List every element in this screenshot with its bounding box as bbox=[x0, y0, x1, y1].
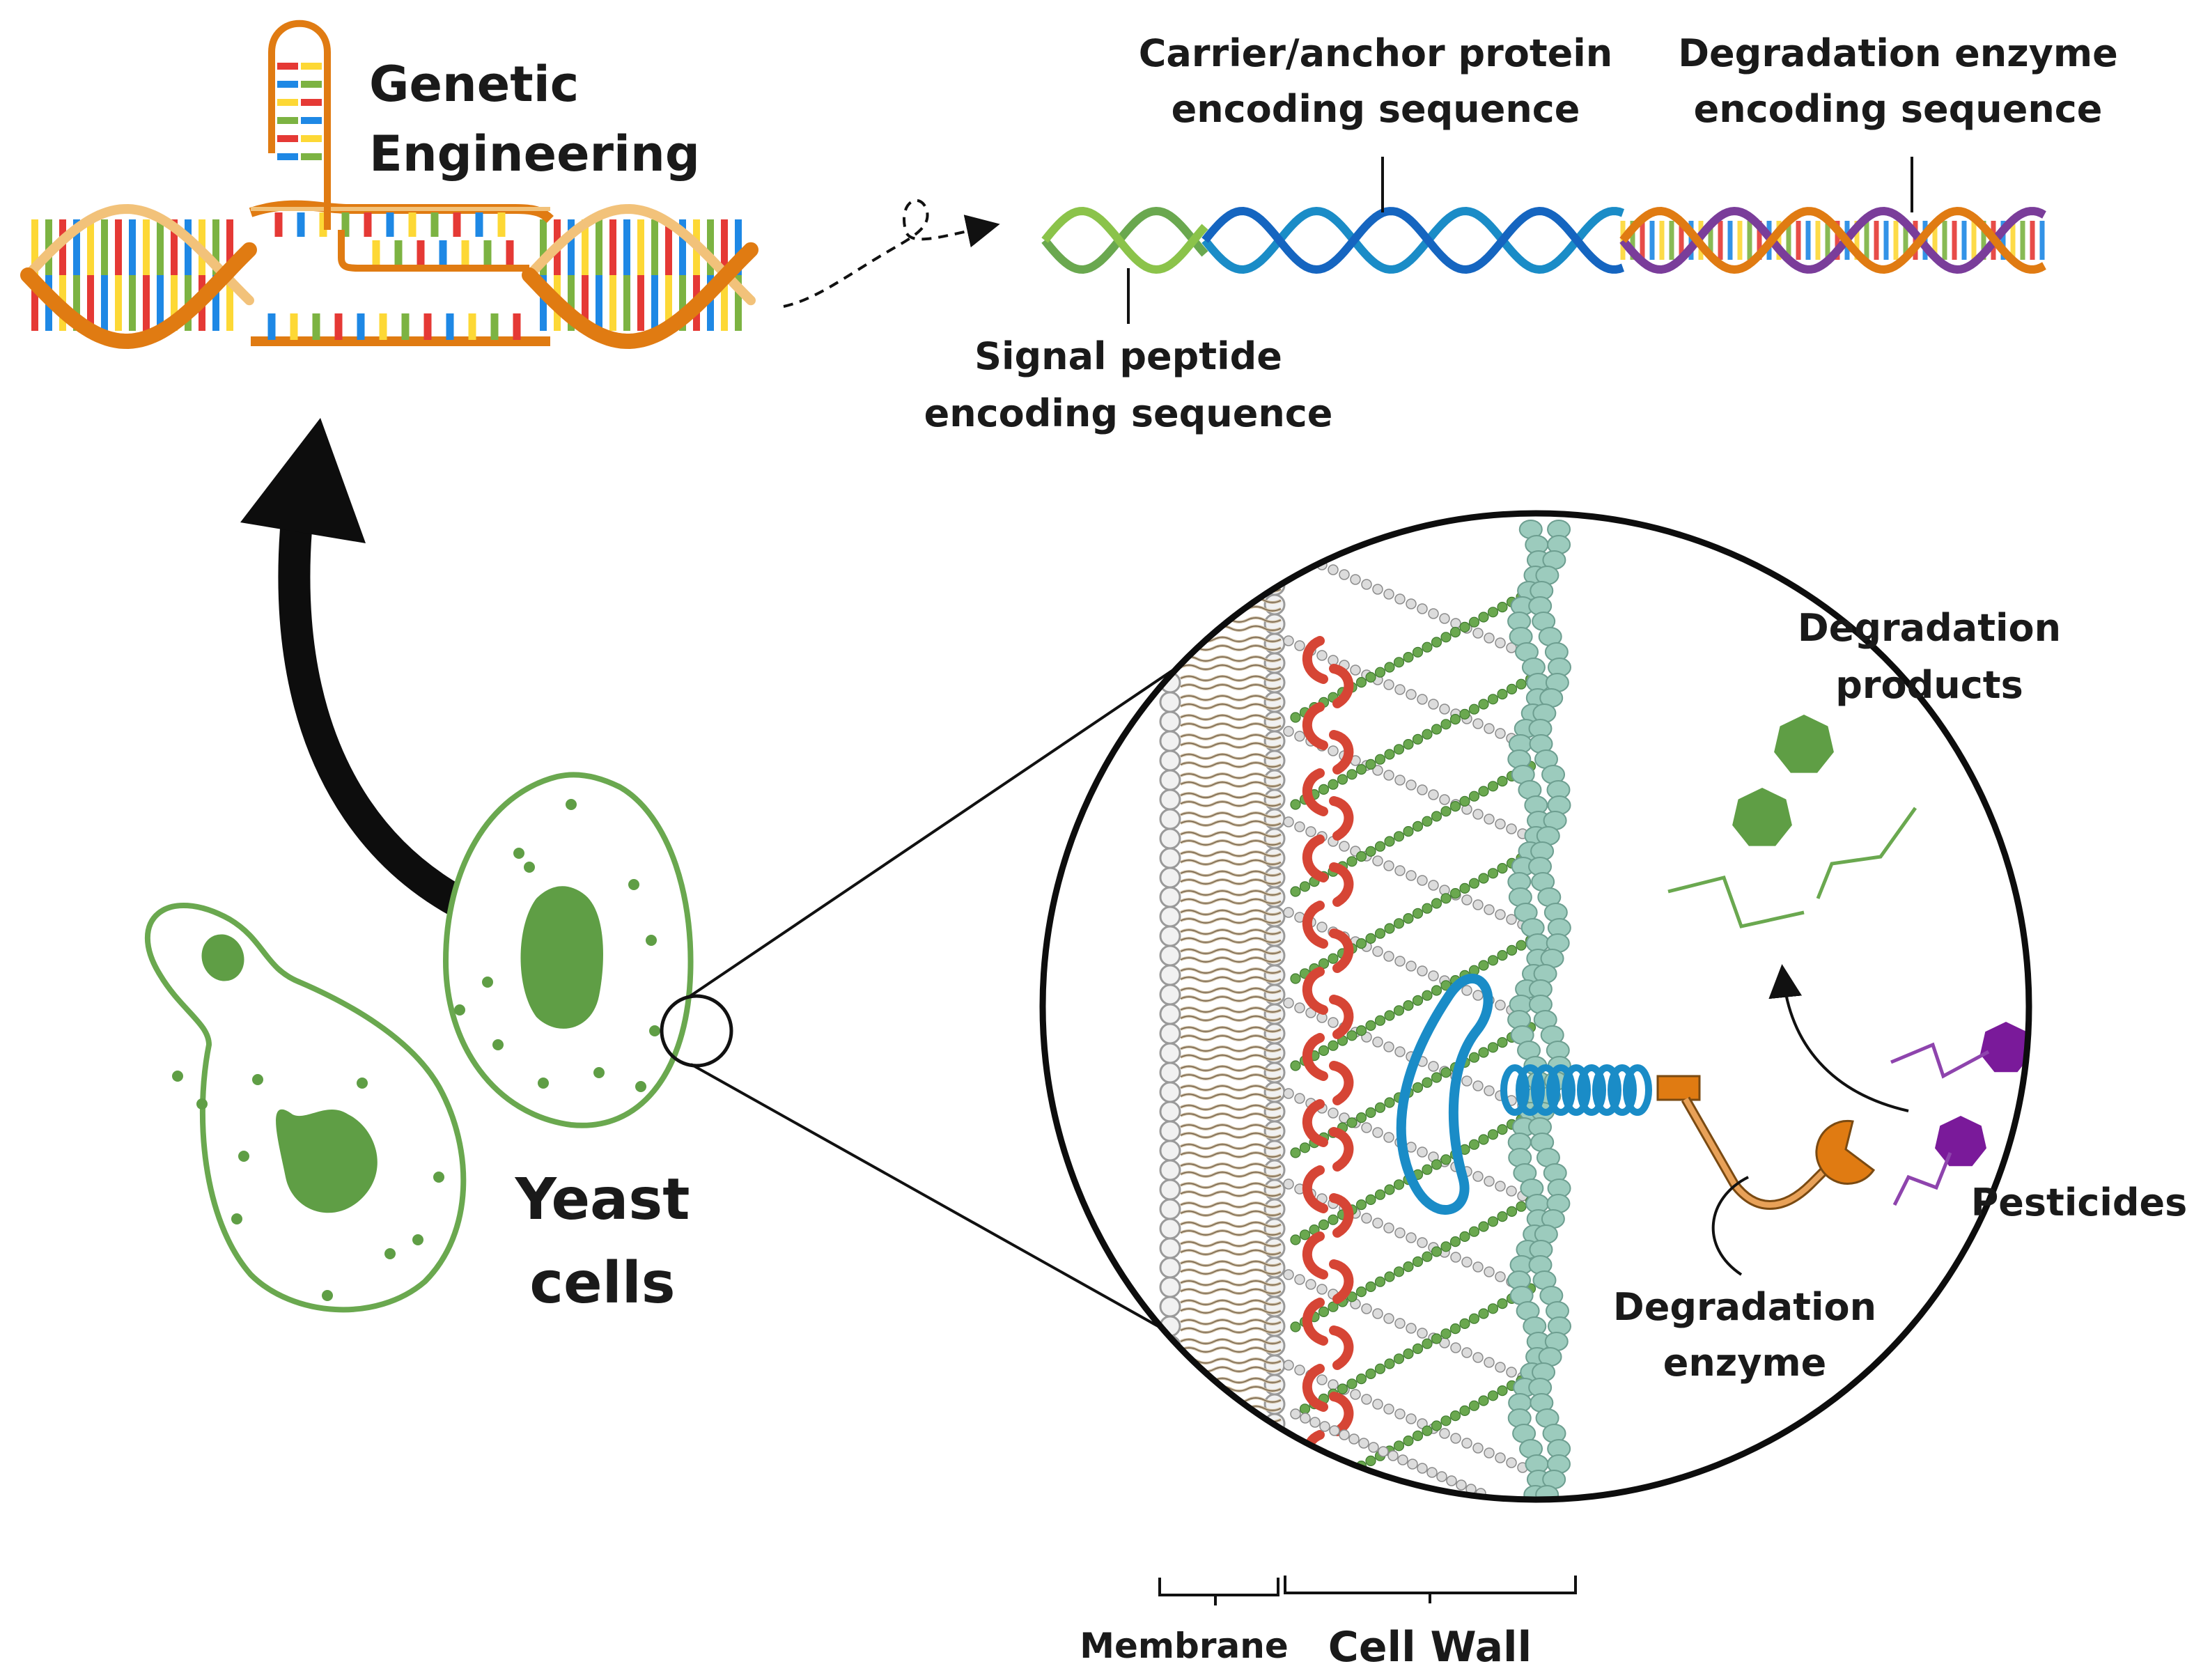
label-enzyme-1: Degradation bbox=[1613, 1285, 1876, 1329]
label-yeast: Yeast bbox=[515, 1167, 690, 1233]
zoom-origin-circle bbox=[660, 994, 733, 1068]
expression-construct-dna bbox=[1041, 206, 2046, 274]
label-membrane: Membrane bbox=[1080, 1626, 1288, 1666]
membrane-bracket bbox=[1158, 1578, 1279, 1605]
label-cell-wall: Cell Wall bbox=[1328, 1623, 1532, 1672]
dashed-arrow bbox=[783, 199, 1000, 308]
zoom-line-top bbox=[687, 666, 1178, 999]
label-carrier-1: Carrier/anchor protein bbox=[1139, 31, 1612, 75]
genetic-engineering-dna bbox=[20, 20, 758, 350]
cell-wall-bracket bbox=[1284, 1576, 1577, 1603]
label-signal-2: encoding sequence bbox=[924, 391, 1333, 435]
label-carrier-2: encoding sequence bbox=[1172, 87, 1580, 131]
label-degradation-seq-1: Degradation enzyme bbox=[1678, 31, 2118, 75]
label-engineering: Engineering bbox=[369, 125, 700, 182]
label-cells: cells bbox=[529, 1250, 675, 1316]
label-pesticides: Pesticides bbox=[1971, 1181, 2188, 1224]
yeast-cells bbox=[144, 772, 733, 1313]
label-genetic: Genetic bbox=[369, 56, 579, 113]
label-signal-1: Signal peptide bbox=[974, 334, 1282, 378]
yeast-cell-budding bbox=[144, 903, 467, 1313]
zoom-line-bottom bbox=[690, 1063, 1185, 1342]
label-degradation-seq-2: encoding sequence bbox=[1694, 87, 2103, 131]
label-products-1: Degradation bbox=[1798, 606, 2061, 650]
label-enzyme-2: enzyme bbox=[1663, 1341, 1827, 1385]
label-products-2: products bbox=[1835, 663, 2023, 707]
